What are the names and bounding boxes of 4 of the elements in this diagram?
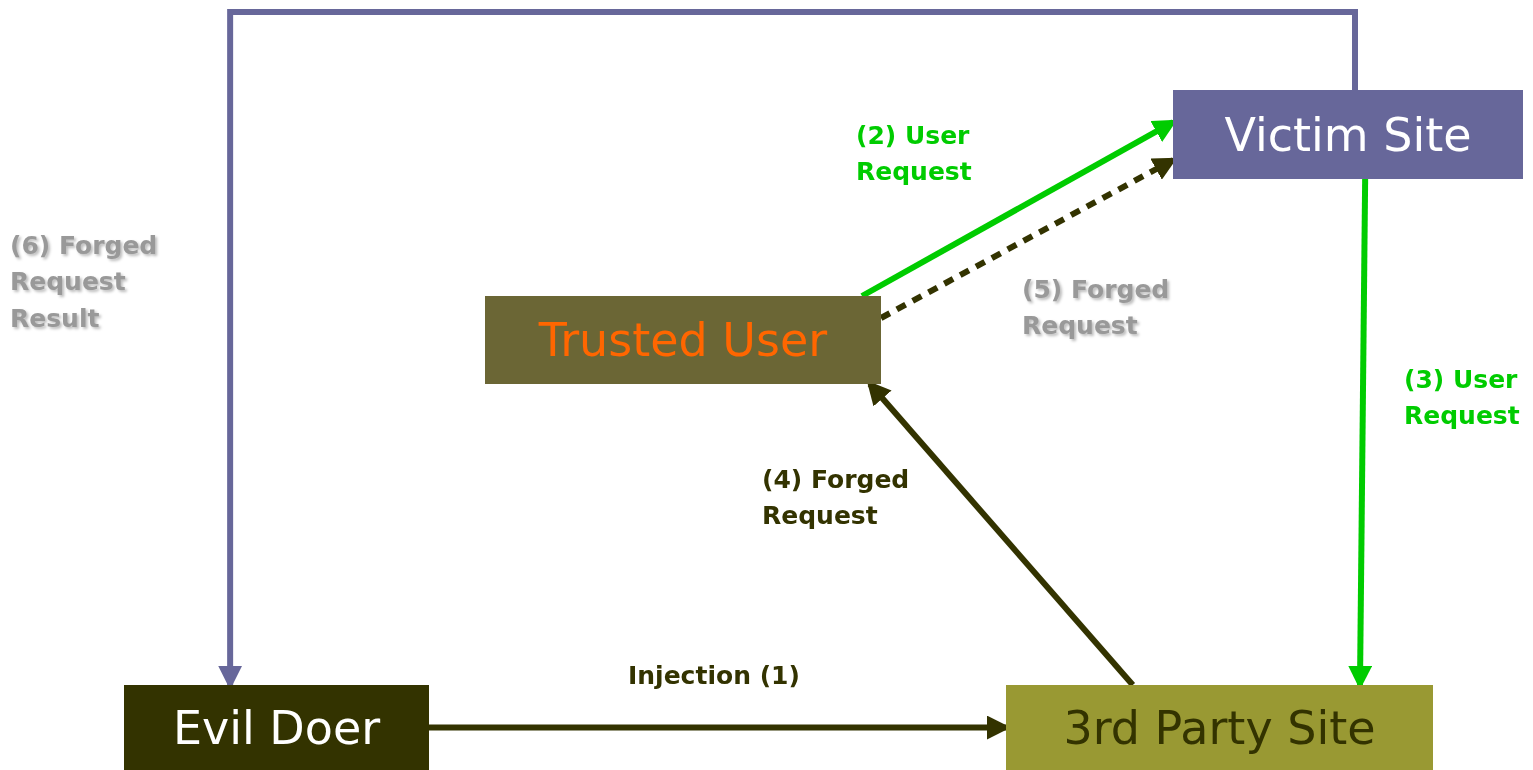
attacker-box: Evil Doer bbox=[124, 685, 429, 770]
user-box: Trusted User bbox=[485, 296, 881, 384]
site-box: 3rd Party Site bbox=[1006, 685, 1433, 770]
site-box: Victim Site bbox=[1173, 90, 1523, 179]
